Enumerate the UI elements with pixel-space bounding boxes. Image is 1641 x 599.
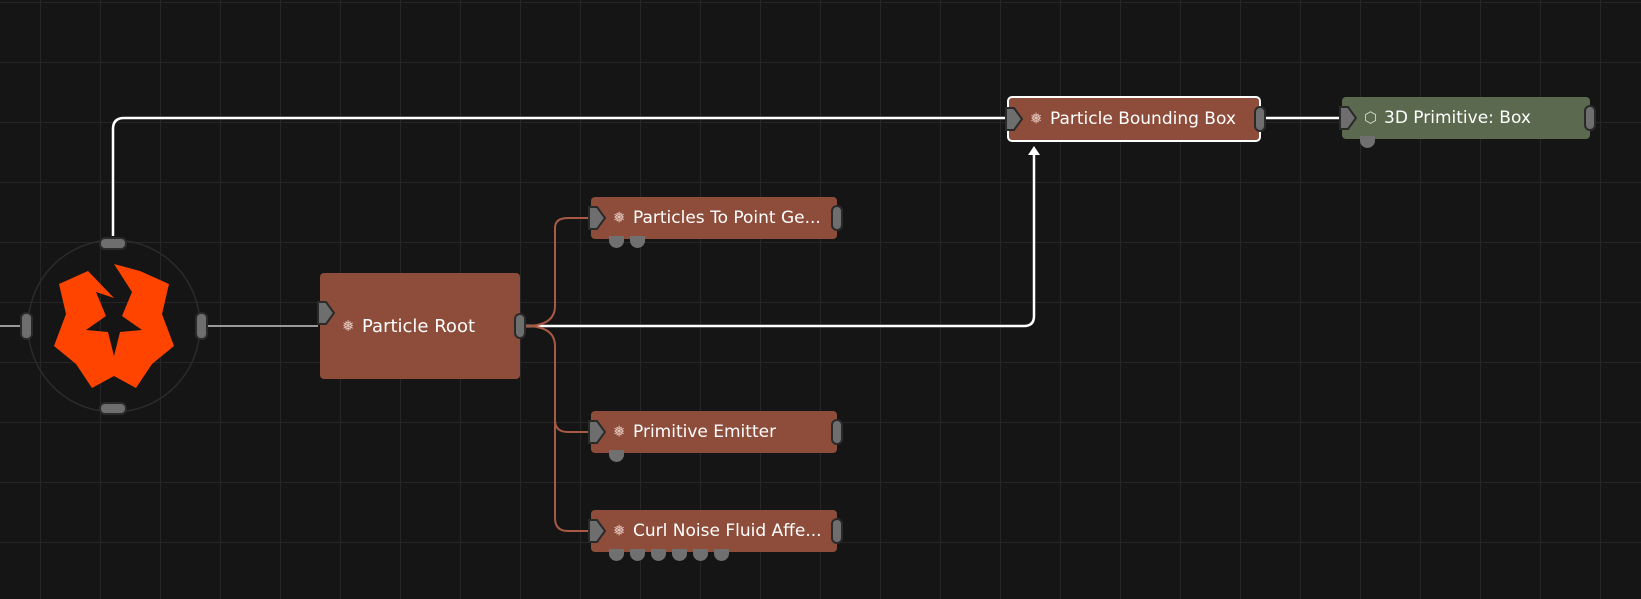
input-port[interactable] [316,300,336,326]
wire-root-to-point-geometry[interactable] [524,217,588,327]
sub-port[interactable] [609,236,624,248]
node-label: 3D Primitive: Box [1384,108,1531,128]
wire-arrow-head [1028,146,1040,155]
sub-port[interactable] [630,236,645,248]
sub-port[interactable] [672,549,687,561]
input-port[interactable] [587,419,607,445]
node-curl-noise-fluid-affector[interactable]: ❅ Curl Noise Fluid Affe... [588,510,843,561]
node-label: Curl Noise Fluid Affe... [633,521,822,541]
logo-port-right[interactable] [195,312,208,340]
logo-port-left[interactable] [20,312,33,340]
node-particles-to-point-geometry[interactable]: ❅ Particles To Point Ge... [588,197,843,248]
logo-port-bottom[interactable] [99,402,127,415]
wire-root-to-emitter[interactable] [524,325,588,433]
node-label: Primitive Emitter [633,422,777,442]
node-primitive-emitter[interactable]: ❅ Primitive Emitter [588,411,843,462]
particle-icon: ❅ [342,317,355,335]
sub-port[interactable] [1360,136,1375,148]
sub-port[interactable] [651,549,666,561]
wire-root-to-curl-noise[interactable] [554,420,588,532]
logo-node[interactable] [20,236,208,416]
output-port[interactable] [1584,105,1596,131]
node-label: Particles To Point Ge... [633,208,821,228]
sub-port[interactable] [609,549,624,561]
input-port[interactable] [1004,106,1024,132]
input-port[interactable] [1338,105,1358,131]
output-port[interactable] [1254,106,1266,132]
particle-icon: ❅ [1030,109,1043,128]
sub-port[interactable] [630,549,645,561]
particle-icon: ❅ [613,422,626,441]
output-port[interactable] [831,518,843,544]
cube-icon: ⬡ [1364,108,1378,127]
wire-logo-to-bounding-box[interactable] [111,116,1005,236]
output-port[interactable] [831,205,843,231]
logo-icon [20,237,208,415]
input-port[interactable] [587,518,607,544]
output-port[interactable] [831,419,843,445]
sub-port[interactable] [609,450,624,462]
node-particle-root[interactable]: ❅ Particle Root [317,273,526,379]
wire-root-to-bounding-box[interactable] [525,152,1036,328]
node-3d-primitive-box[interactable]: ⬡ 3D Primitive: Box [1339,97,1596,148]
logo-port-top[interactable] [99,237,127,250]
sub-port[interactable] [693,549,708,561]
node-label: Particle Bounding Box [1050,109,1236,129]
particle-icon: ❅ [613,521,626,540]
output-port[interactable] [514,313,526,339]
node-label: Particle Root [362,315,476,337]
input-port[interactable] [587,205,607,231]
node-particle-bounding-box[interactable]: ❅ Particle Bounding Box [1005,96,1266,142]
particle-icon: ❅ [613,208,626,227]
sub-port[interactable] [714,549,729,561]
